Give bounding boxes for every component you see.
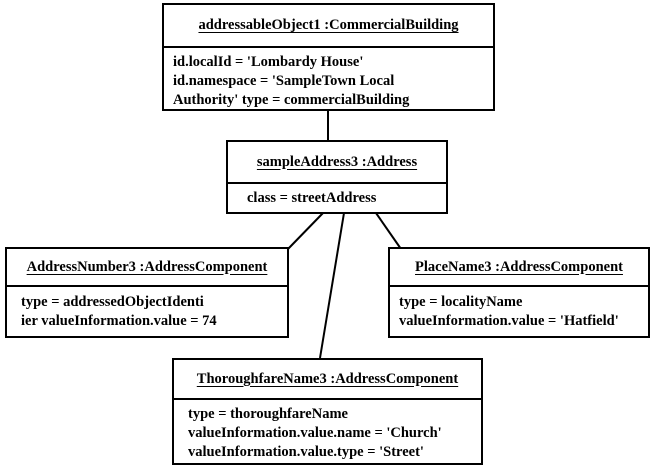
attribute-row: type = thoroughfareName (188, 406, 348, 422)
node-ThoroughfareName3-attributes: type = thoroughfareName valueInformation… (174, 400, 481, 466)
node-PlaceName3-attributes: type = localityName valueInformation.val… (390, 287, 648, 335)
node-AddressNumber3-attributes: type = addressedObjectIdenti ier valueIn… (7, 287, 287, 335)
node-PlaceName3[interactable]: PlaceName3 :AddressComponent type = loca… (388, 247, 650, 338)
link-sampleAddress3-PlaceName3 (375, 212, 402, 250)
node-PlaceName3-title: PlaceName3 :AddressComponent (415, 258, 623, 275)
attribute-row: type = localityName (399, 294, 523, 310)
node-addressableObject1-attributes: id.localId = 'Lombardy House' id.namespa… (164, 48, 493, 114)
attribute-row: class = streetAddress (247, 190, 377, 206)
node-AddressNumber3[interactable]: AddressNumber3 :AddressComponent type = … (5, 247, 289, 338)
node-AddressNumber3-header: AddressNumber3 :AddressComponent (7, 249, 287, 287)
node-AddressNumber3-title: AddressNumber3 :AddressComponent (26, 258, 268, 275)
node-ThoroughfareName3[interactable]: ThoroughfareName3 :AddressComponent type… (172, 358, 483, 465)
link-sampleAddress3-AddressNumber3 (287, 212, 324, 250)
link-sampleAddress3-ThoroughfareName3 (319, 212, 345, 359)
node-PlaceName3-header: PlaceName3 :AddressComponent (390, 249, 648, 287)
attribute-row: id.localId = 'Lombardy House' (173, 54, 364, 70)
attribute-row: id.namespace = 'SampleTown Local (173, 73, 395, 89)
node-addressableObject1[interactable]: addressableObject1 :CommercialBuilding i… (162, 3, 495, 111)
node-sampleAddress3-title: sampleAddress3 :Address (256, 153, 418, 170)
attribute-row: ier valueInformation.value = 74 (21, 313, 217, 329)
node-sampleAddress3[interactable]: sampleAddress3 :Address class = streetAd… (226, 140, 448, 214)
node-ThoroughfareName3-title: ThoroughfareName3 :AddressComponent (196, 370, 459, 387)
attribute-row: type = addressedObjectIdenti (21, 294, 204, 310)
attribute-row: Authority' type = commercialBuilding (173, 92, 410, 108)
node-ThoroughfareName3-header: ThoroughfareName3 :AddressComponent (174, 360, 481, 400)
node-addressableObject1-title: addressableObject1 :CommercialBuilding (198, 17, 459, 33)
attribute-row: valueInformation.value.name = 'Church' (188, 425, 442, 441)
node-addressableObject1-header: addressableObject1 :CommercialBuilding (164, 5, 493, 48)
node-sampleAddress3-attributes: class = streetAddress (228, 184, 446, 212)
node-sampleAddress3-header: sampleAddress3 :Address (228, 142, 446, 184)
attribute-row: valueInformation.value = 'Hatfield' (399, 313, 619, 329)
attribute-row: valueInformation.value.type = 'Street' (188, 444, 424, 460)
